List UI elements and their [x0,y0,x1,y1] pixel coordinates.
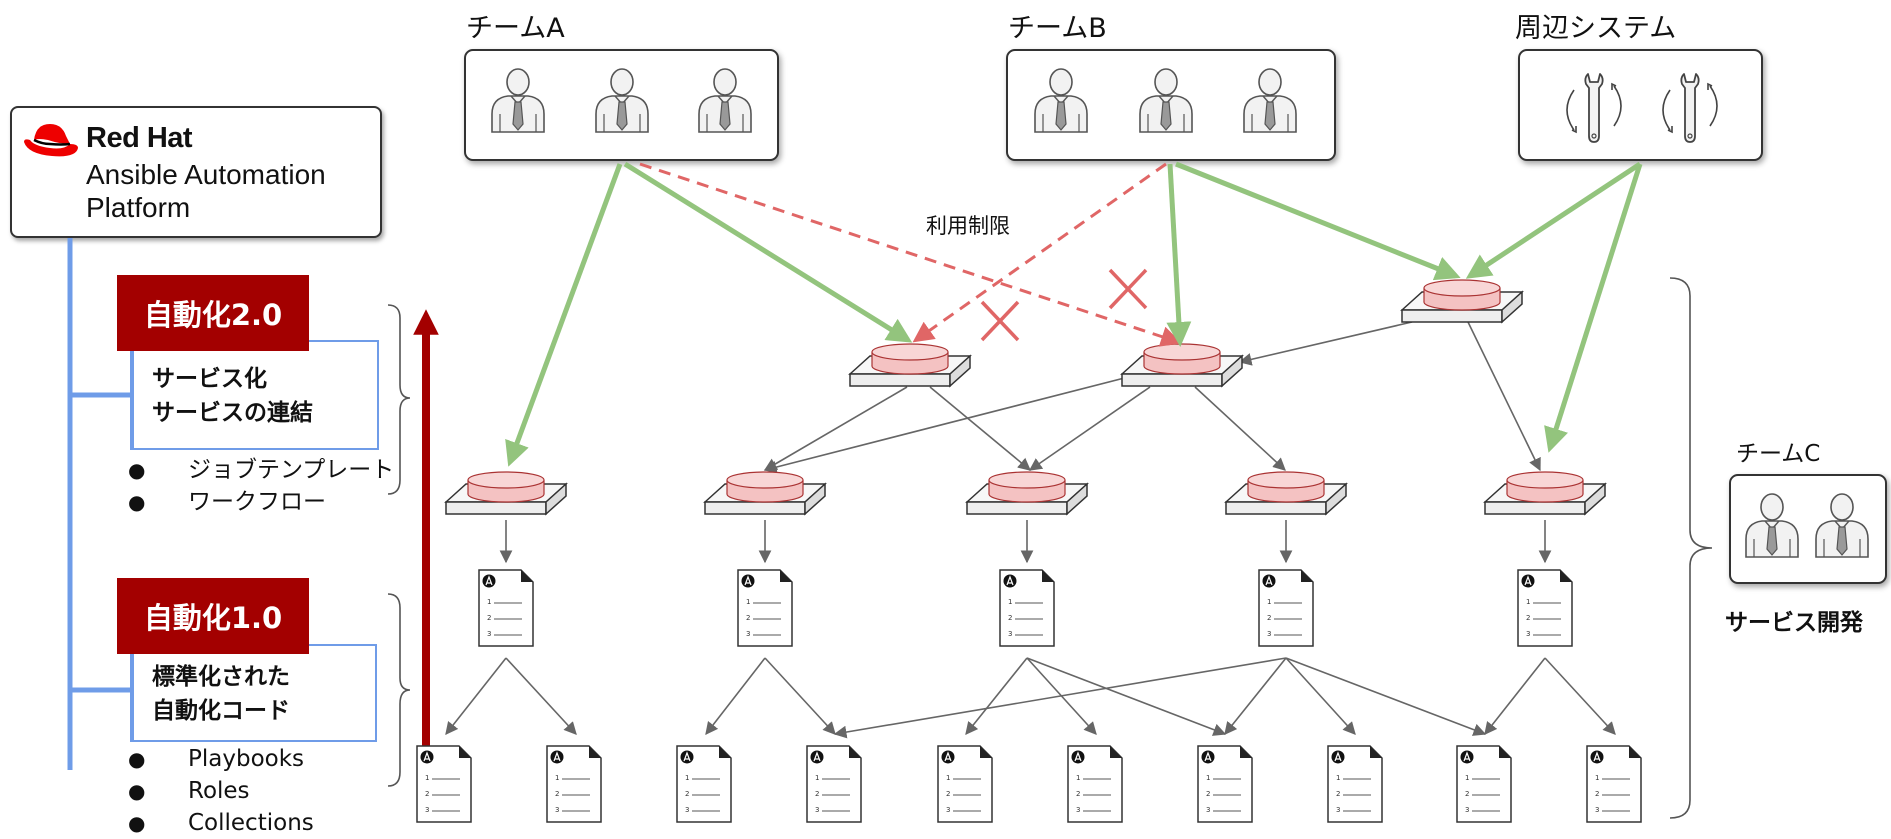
service-doc-links [499,520,1552,564]
service-disk-icon [849,343,971,387]
list-item: ●Roles [128,778,250,804]
service-disk-icon [966,471,1088,515]
playbook-document-icon [999,569,1055,647]
playbook-document-icon [416,745,472,823]
playbook-document-icon [1517,569,1573,647]
tier-1-badge: 自動化1.0 [117,578,309,654]
tier-1-bracket [387,593,411,787]
playbook-document-icon [1456,745,1512,823]
service-development-label: サービス開発 [1725,610,1863,636]
service-disk-icon [445,471,567,515]
service-disk-icon [1225,471,1347,515]
service-disk-icon [1121,343,1243,387]
doc-doc-links [445,657,1616,739]
playbook-document-icon [546,745,602,823]
product-box: Red Hat Ansible Automation Platform [10,106,382,238]
restriction-cross-icon [980,300,1020,342]
playbook-document-icon [937,745,993,823]
tier-1-line2: 自動化コード [152,698,290,724]
team-a-label: チームA [466,13,565,44]
restriction-label: 利用制限 [926,214,1010,238]
list-item: ●Collections [128,810,314,836]
tier-1-line1: 標準化された [152,664,290,690]
list-item: ●Playbooks [128,746,305,772]
team-c-label: チームC [1736,441,1821,467]
tier-2-badge: 自動化2.0 [117,275,309,351]
usage-links [505,161,1643,467]
service-disk-icon [1484,471,1606,515]
tier-2-box: サービス化 サービスの連結 [130,340,379,450]
peripheral-system-box [1518,49,1763,161]
playbook-document-icon [676,745,732,823]
service-links [763,321,1541,474]
team-b-label: チームB [1008,13,1107,44]
tier-1-box: 標準化された 自動化コード [130,644,377,742]
service-disk-icon [1401,279,1523,323]
product-name-line2: Platform [86,192,191,223]
playbook-document-icon [1067,745,1123,823]
playbook-document-icon [1586,745,1642,823]
restricted-links [639,162,1182,347]
playbook-document-icon [1258,569,1314,647]
list-item: ●ジョブテンプレート [128,457,395,483]
playbook-document-icon [1197,745,1253,823]
tier-2-line1: サービス化 [152,366,267,392]
playbook-document-icon [478,569,534,647]
playbook-document-icon [806,745,862,823]
restriction-cross-icon [1108,268,1148,310]
redhat-logo-icon [24,124,78,157]
product-name-line1: Ansible Automation [86,159,326,190]
peripheral-system-label: 周辺システム [1515,13,1677,44]
tier-2-line2: サービスの連結 [152,400,313,426]
playbook-document-icon [1327,745,1383,823]
product-brand: Red Hat [86,122,193,154]
tier-2-bracket [387,304,411,495]
list-item: ●ワークフロー [128,489,326,515]
playbook-document-icon [737,569,793,647]
tier-1-bullets: ●Playbooks ●Roles ●Collections [120,743,314,839]
team-c-bracket [1669,277,1713,819]
tier-2-bullets: ●ジョブテンプレート ●ワークフロー [120,454,394,518]
service-disk-icon [704,471,826,515]
